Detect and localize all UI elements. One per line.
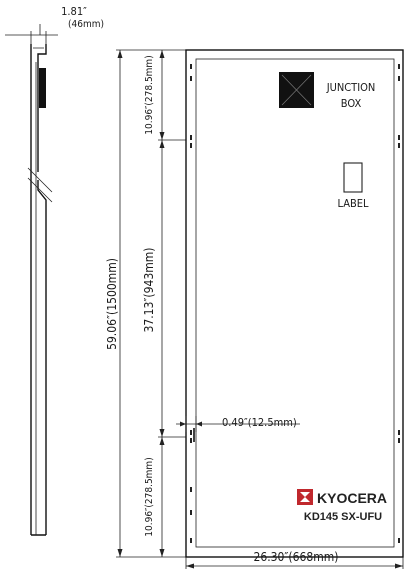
- model-label: KD145 SX-UFU: [304, 511, 382, 523]
- overall-width-label: 26.30″(668mm): [254, 550, 339, 564]
- junction-box-label-line2: BOX: [341, 97, 362, 110]
- label-caption: LABEL: [337, 197, 369, 210]
- overall-height-label: 59.06″(1500mm): [105, 258, 119, 350]
- frame-width-label: 0.49″(12.5mm): [222, 416, 297, 429]
- side-view: 1.81″ (46mm): [5, 5, 104, 536]
- middle-segment-label: 37.13″(943mm): [142, 248, 156, 333]
- bottom-segment-label: 10.96″(278.5mm): [144, 457, 155, 536]
- overall-width-dimension: 26.30″(668mm): [185, 550, 404, 569]
- junction-box-profile: [39, 68, 46, 108]
- thickness-inch-label: 1.81″: [61, 5, 87, 18]
- frame-width-dimension: 0.49″(12.5mm): [176, 416, 300, 442]
- vertical-dimensions: 59.06″(1500mm) 10.96″(278.5mm) 37.13″(94…: [105, 49, 186, 558]
- panel-outer-frame: [185, 49, 404, 558]
- thickness-mm-label: (46mm): [68, 19, 104, 30]
- junction-box-label-line1: JUNCTION: [326, 81, 376, 94]
- mounting-holes: [190, 64, 400, 543]
- brand-block: KYOCERA KD145 SX-UFU: [297, 489, 387, 523]
- panel-inner-frame: [195, 58, 395, 548]
- nameplate-label: LABEL: [337, 162, 369, 210]
- top-segment-label: 10.96″(278.5mm): [144, 55, 155, 134]
- brand-logo-text: KYOCERA: [317, 490, 387, 506]
- panel-front-view: JUNCTION BOX LABEL 0.49″(12.5mm) KYOCERA: [176, 49, 404, 558]
- kyocera-logo-icon: [297, 489, 313, 505]
- junction-box: JUNCTION BOX: [279, 72, 375, 110]
